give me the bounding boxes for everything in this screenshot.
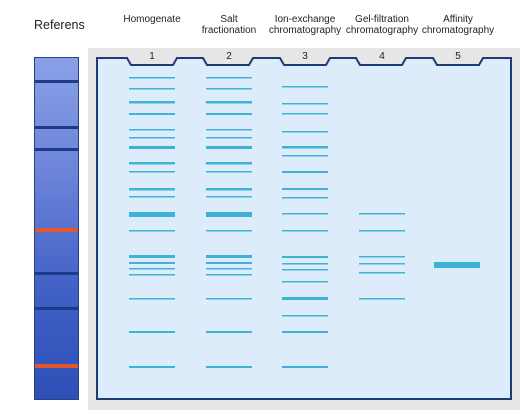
band	[206, 188, 252, 191]
band	[282, 281, 328, 283]
band	[282, 113, 328, 115]
band	[206, 255, 252, 258]
band	[282, 315, 328, 317]
band	[129, 274, 175, 276]
band	[282, 171, 328, 173]
band	[129, 262, 175, 264]
reference-label: Referens	[34, 18, 85, 32]
band	[129, 88, 175, 90]
band	[206, 262, 252, 264]
band	[129, 230, 175, 232]
reference-band	[35, 307, 78, 310]
reference-ladder	[34, 57, 79, 400]
band	[129, 298, 175, 300]
band	[206, 171, 252, 173]
reference-band	[35, 80, 78, 83]
reference-band	[35, 126, 78, 129]
lane-number-4: 4	[379, 51, 385, 62]
band	[282, 366, 328, 368]
band	[129, 212, 175, 217]
band	[282, 331, 328, 333]
band	[282, 155, 328, 157]
lane-header-2: Salt fractionation	[201, 14, 257, 36]
lane-2-bands	[206, 77, 252, 368]
band	[282, 263, 328, 265]
lane-1-bands	[129, 77, 175, 368]
lane-4-bands	[359, 213, 405, 300]
band	[206, 129, 252, 131]
band	[282, 188, 328, 190]
band	[282, 131, 328, 133]
band	[282, 86, 328, 88]
band	[359, 298, 405, 300]
lane-header-4: Gel-filtration chromatography	[345, 14, 419, 36]
band	[206, 298, 252, 300]
band	[282, 256, 328, 258]
band	[359, 263, 405, 265]
band	[129, 113, 175, 115]
lane-number-5: 5	[455, 51, 461, 62]
gel-slab	[96, 57, 512, 400]
band	[129, 77, 175, 79]
band	[206, 101, 252, 104]
lane-header-3: Ion-exchange chromatography	[268, 14, 342, 36]
band	[282, 103, 328, 105]
lane-number-2: 2	[226, 51, 232, 62]
band	[129, 331, 175, 333]
band	[206, 137, 252, 139]
band	[206, 331, 252, 333]
band	[206, 366, 252, 368]
lane-header-5: Affinity chromatography	[421, 14, 495, 36]
band	[129, 162, 175, 165]
lane-5-bands	[434, 262, 480, 268]
band	[129, 137, 175, 139]
band	[282, 197, 328, 199]
band	[206, 268, 252, 270]
band	[129, 196, 175, 198]
band	[129, 366, 175, 368]
band	[282, 230, 328, 232]
band	[129, 101, 175, 104]
band	[206, 113, 252, 115]
band	[129, 188, 175, 191]
band	[282, 213, 328, 215]
lane-number-3: 3	[302, 51, 308, 62]
band	[282, 269, 328, 271]
band	[129, 146, 175, 149]
reference-band	[35, 148, 78, 151]
band	[206, 77, 252, 79]
lane-number-1: 1	[149, 51, 155, 62]
reference-band	[35, 364, 78, 368]
reference-band	[35, 272, 78, 275]
band	[359, 256, 405, 258]
band	[206, 274, 252, 276]
band	[206, 146, 252, 149]
lane-3-bands	[282, 86, 328, 368]
band	[206, 162, 252, 165]
band	[359, 230, 405, 232]
band	[206, 230, 252, 232]
band	[434, 262, 480, 268]
band	[282, 146, 328, 149]
band	[359, 272, 405, 274]
band	[129, 171, 175, 173]
lane-header-1: Homogenate	[123, 14, 181, 25]
band	[359, 213, 405, 215]
band	[129, 268, 175, 270]
reference-band	[35, 228, 78, 232]
band	[282, 297, 328, 300]
band	[206, 212, 252, 217]
band	[129, 129, 175, 131]
band	[206, 88, 252, 90]
band	[206, 196, 252, 198]
band	[129, 255, 175, 258]
